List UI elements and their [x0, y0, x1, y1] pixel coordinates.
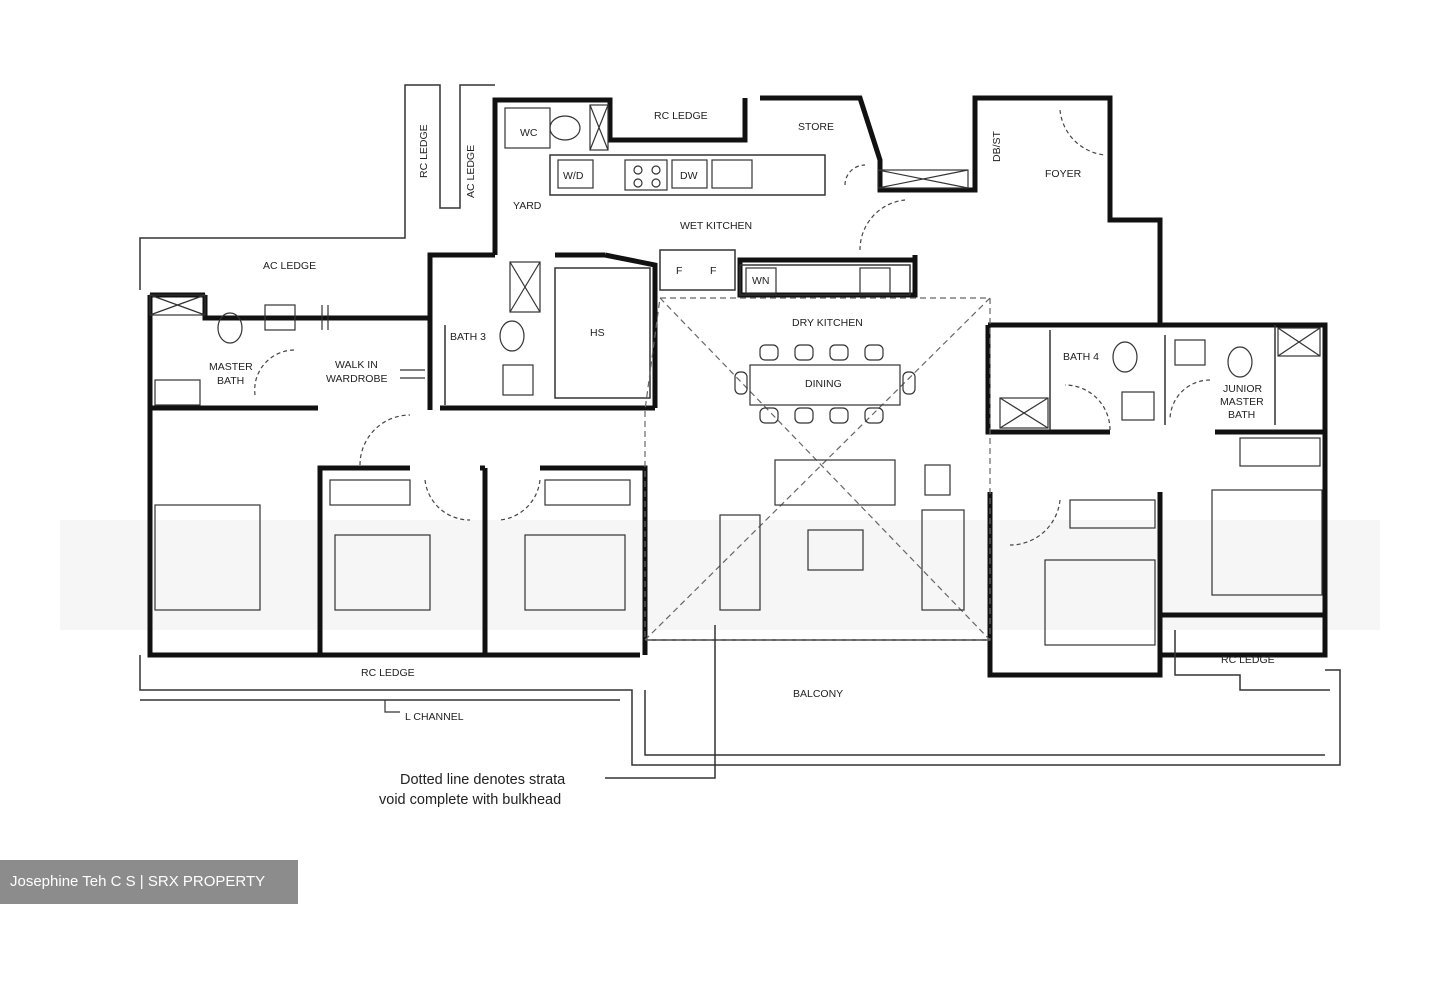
label-yard: YARD — [513, 200, 542, 212]
label-dry-kitchen: DRY KITCHEN — [792, 317, 863, 329]
label-balcony: BALCONY — [793, 688, 843, 700]
room-labels: RC LEDGE STORE WC W/D DW YARD FOYER WET … — [209, 110, 1275, 723]
strata-void — [644, 297, 991, 641]
label-jmb-1: JUNIOR — [1223, 383, 1263, 395]
label-bath-3: BATH 3 — [450, 331, 486, 343]
label-rc-ledge-bottom: RC LEDGE — [361, 667, 415, 679]
l-channel-pointer — [384, 700, 400, 713]
label-jmb-3: BATH — [1228, 409, 1255, 421]
label-ac-ledge: AC LEDGE — [263, 260, 316, 272]
ledge-lines — [139, 84, 1341, 766]
label-walk-in-1: WALK IN — [335, 359, 378, 371]
note-leader — [605, 625, 716, 779]
label-fridge-2: F — [710, 265, 716, 277]
label-l-channel: L CHANNEL — [405, 711, 464, 723]
label-db-st: DB/ST — [991, 130, 1003, 162]
note-line-2: void complete with bulkhead — [379, 792, 561, 808]
label-store: STORE — [798, 121, 834, 133]
label-master-bath-1: MASTER — [209, 361, 253, 373]
label-rc-ledge-vertical: RC LEDGE — [418, 124, 430, 178]
label-bath-4: BATH 4 — [1063, 351, 1099, 363]
note-line-1: Dotted line denotes strata — [400, 772, 566, 788]
label-foyer: FOYER — [1045, 168, 1082, 180]
label-dining: DINING — [805, 378, 842, 390]
label-rc-ledge-right: RC LEDGE — [1221, 654, 1275, 666]
label-master-bath-2: BATH — [217, 375, 244, 387]
fixtures — [149, 104, 1323, 646]
label-jmb-2: MASTER — [1220, 396, 1264, 408]
label-dw: DW — [680, 170, 698, 182]
label-fridge-1: F — [676, 265, 682, 277]
label-wd: W/D — [563, 170, 584, 182]
label-wet-kitchen: WET KITCHEN — [680, 220, 752, 232]
label-wc: WC — [520, 127, 538, 139]
label-walk-in-2: WARDROBE — [326, 373, 387, 385]
label-wn: WN — [752, 275, 770, 287]
doors — [254, 109, 1211, 546]
label-ac-ledge-vertical: AC LEDGE — [465, 145, 477, 198]
watermark: Josephine Teh C S | SRX PROPERTY — [0, 860, 298, 904]
label-hs: HS — [590, 327, 605, 339]
label-rc-ledge-top: RC LEDGE — [654, 110, 708, 122]
